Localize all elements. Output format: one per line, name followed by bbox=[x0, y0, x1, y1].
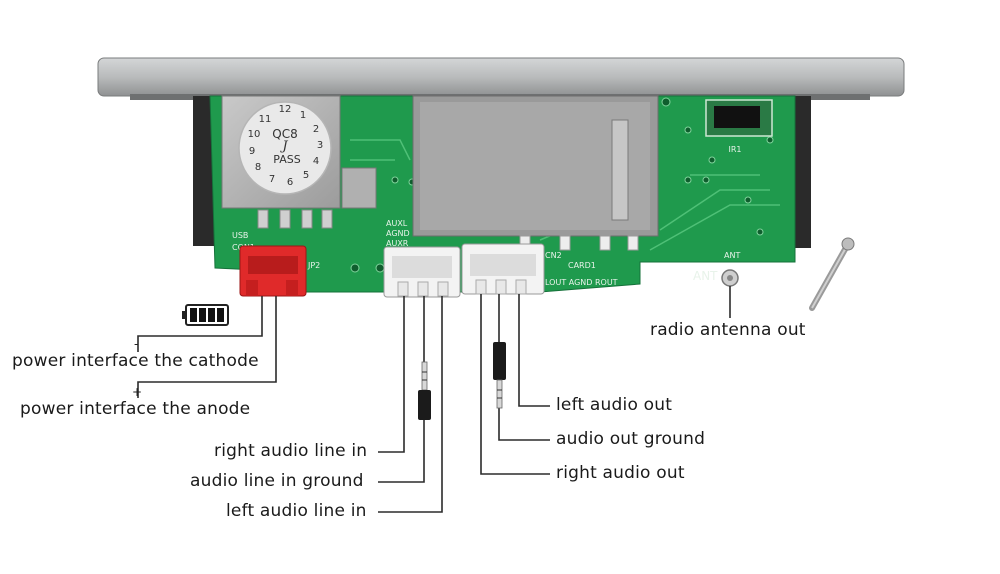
leader-power-anode bbox=[137, 296, 277, 398]
sign-minus: - bbox=[134, 337, 139, 351]
label-power-anode: power interface the anode bbox=[20, 399, 251, 419]
leader-left-audio-line-in bbox=[378, 296, 443, 513]
silk-ant-small: ANT bbox=[724, 251, 740, 260]
label-audio-line-in-ground: audio line in ground bbox=[190, 471, 364, 491]
silk-card1: CARD1 bbox=[568, 261, 596, 270]
selector-number-12: 12 bbox=[279, 104, 292, 115]
audio-out-connector bbox=[461, 243, 545, 295]
leader-left-audio-out bbox=[518, 294, 550, 407]
silk-auxr: AUXR bbox=[386, 239, 409, 248]
selector-number-3: 3 bbox=[317, 140, 323, 151]
silk-lout-row: LOUT AGND ROUT bbox=[545, 278, 618, 287]
selector-number-7: 7 bbox=[269, 174, 275, 185]
label-right-audio-line-in: right audio line in bbox=[214, 441, 368, 461]
silk-agnd: AGND bbox=[386, 229, 410, 238]
leader-right-audio-out bbox=[480, 294, 550, 475]
selector-pass: PASS bbox=[273, 153, 300, 166]
card-slot-latch bbox=[611, 119, 629, 221]
leader-audio-line-in-ground bbox=[378, 296, 425, 483]
label-radio-antenna-out: radio antenna out bbox=[650, 320, 806, 340]
selector-number-5: 5 bbox=[303, 170, 309, 181]
selector-number-2: 2 bbox=[313, 124, 319, 135]
selector-number-4: 4 bbox=[313, 156, 319, 167]
selector-number-9: 9 bbox=[249, 146, 255, 157]
label-left-audio-line-in: left audio line in bbox=[226, 501, 367, 521]
front-panel bbox=[97, 57, 905, 97]
leader-audio-out-ground bbox=[498, 294, 550, 441]
audio-jack-in-icon bbox=[418, 361, 431, 420]
silk-cn2: CN2 bbox=[545, 251, 562, 260]
label-left-audio-out: left audio out bbox=[556, 395, 673, 415]
small-components bbox=[519, 235, 639, 251]
power-connector bbox=[239, 245, 307, 297]
selector-qc8: QC8 bbox=[272, 127, 297, 141]
pcb-vias bbox=[350, 97, 774, 273]
selector-number-6: 6 bbox=[287, 177, 293, 188]
silk-ant-big: ANT bbox=[693, 269, 718, 283]
selector-number-8: 8 bbox=[255, 162, 261, 173]
selector-number-11: 11 bbox=[259, 114, 272, 125]
screw-icon bbox=[809, 237, 855, 311]
battery-icon bbox=[182, 304, 229, 326]
label-audio-out-ground: audio out ground bbox=[556, 429, 706, 449]
selector-j-mark: J bbox=[279, 139, 288, 154]
label-right-audio-out: right audio out bbox=[556, 463, 685, 483]
silk-jp2: JP2 bbox=[307, 261, 320, 270]
selector-legs bbox=[257, 209, 333, 229]
leader-power-cathode bbox=[137, 296, 263, 352]
label-power-cathode: power interface the cathode bbox=[12, 351, 259, 371]
selector-number-10: 10 bbox=[248, 129, 261, 140]
sign-plus: + bbox=[132, 385, 143, 399]
leader-right-audio-line-in bbox=[378, 296, 405, 453]
silk-ir1: IR1 bbox=[728, 145, 741, 154]
regulator-block bbox=[341, 167, 377, 209]
silk-auxl: AUXL bbox=[386, 219, 408, 228]
selector-number-1: 1 bbox=[300, 110, 306, 121]
audio-in-connector bbox=[383, 246, 461, 298]
silk-usb: USB bbox=[232, 231, 248, 240]
audio-jack-out-icon bbox=[493, 342, 506, 409]
selector-dial bbox=[238, 101, 332, 195]
